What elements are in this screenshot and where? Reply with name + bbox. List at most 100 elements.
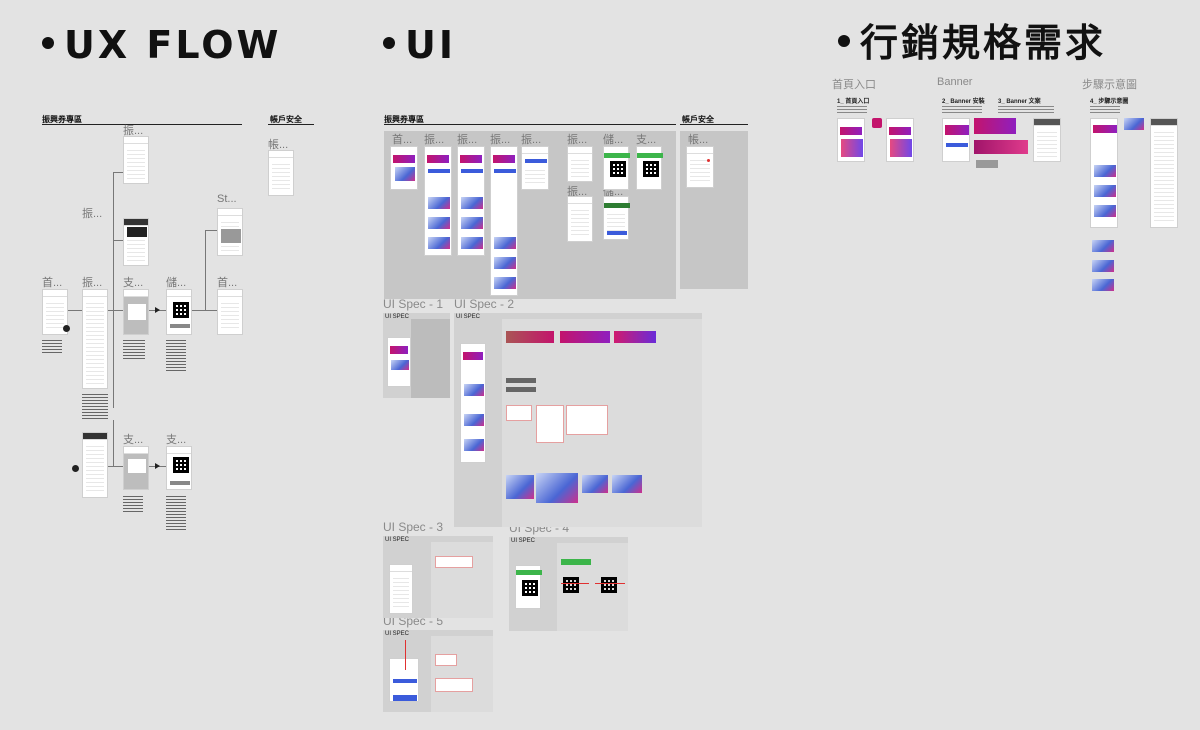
- annotation-text: [942, 104, 982, 114]
- flow-connector: [108, 310, 123, 311]
- ui-screen-label: 帳...: [688, 134, 709, 146]
- marketing-step-image: [1124, 118, 1144, 130]
- ui-screen-label: 首...: [392, 134, 413, 146]
- wireframe-screen[interactable]: [166, 446, 192, 490]
- ui-screen-label: 儲...: [603, 134, 624, 146]
- ui-screen-home[interactable]: [390, 146, 418, 190]
- ui-section-account-label: 帳戶安全: [682, 115, 714, 124]
- ux-screen-label: St...: [217, 193, 237, 205]
- spec-header: UI SPEC: [511, 538, 536, 544]
- ui-screen-voucher[interactable]: [567, 196, 593, 242]
- ui-screen-voucher[interactable]: [490, 146, 518, 296]
- ui-screen-label: 支...: [636, 134, 657, 146]
- annotation-text: [166, 338, 186, 372]
- marketing-card-title: 1_ 首頁入口: [837, 99, 870, 105]
- ux-screen-label: 首...: [42, 277, 63, 289]
- spec-frame-1[interactable]: UI SPEC: [383, 313, 450, 398]
- marketing-group-label: 首頁入口: [832, 79, 876, 91]
- marketing-icon: [872, 118, 882, 128]
- ui-heading: UI: [383, 26, 456, 64]
- marketing-screen[interactable]: [1150, 118, 1178, 228]
- spec-header: UI SPEC: [456, 314, 481, 320]
- wireframe-screen[interactable]: [123, 136, 149, 184]
- spec-header: UI SPEC: [385, 314, 410, 320]
- ux-screen-label: 帳...: [268, 139, 289, 151]
- marketing-step-image: [1092, 260, 1114, 272]
- arrow-right-icon: [155, 307, 160, 313]
- flow-connector: [113, 420, 114, 466]
- marketing-banner: [974, 118, 1016, 134]
- flow-connector: [113, 172, 123, 173]
- bullet-icon: [42, 36, 54, 49]
- flow-start-dot: [72, 465, 79, 472]
- marketing-screen[interactable]: [942, 118, 970, 162]
- marketing-screen[interactable]: [1090, 118, 1118, 228]
- ui-screen-label: 振...: [457, 134, 478, 146]
- ui-screen-label: 振...: [567, 186, 588, 198]
- ux-section-divider: [268, 124, 314, 125]
- annotation-text: [998, 104, 1054, 114]
- spec-frame-label: UI Spec - 1: [383, 297, 444, 311]
- wireframe-screen[interactable]: [217, 208, 243, 256]
- flow-connector: [205, 230, 217, 231]
- ux-screen-label: 振...: [82, 277, 103, 289]
- flow-connector: [113, 172, 114, 408]
- wireframe-screen[interactable]: [123, 218, 149, 266]
- marketing-banner: [974, 140, 1028, 154]
- wireframe-screen[interactable]: [42, 289, 68, 335]
- spec-frame-label: UI Spec - 2: [454, 297, 515, 311]
- ui-screen-voucher[interactable]: [521, 146, 549, 190]
- marketing-group-label: Banner: [937, 76, 973, 88]
- ux-screen-label: 支...: [166, 434, 187, 446]
- ui-screen-voucher[interactable]: [567, 146, 593, 182]
- ui-screen-label: 振...: [424, 134, 445, 146]
- spec-frame-3[interactable]: UI SPEC: [383, 536, 493, 618]
- annotation-text: [42, 338, 62, 354]
- marketing-title: 行銷規格需求: [860, 21, 1107, 65]
- flow-connector: [108, 466, 123, 467]
- wireframe-screen[interactable]: [123, 446, 149, 490]
- spec-frame-2[interactable]: UI SPEC: [454, 313, 702, 527]
- ux-flow-title: UX FLOW: [64, 23, 282, 67]
- spec-header: UI SPEC: [385, 631, 410, 637]
- wireframe-screen[interactable]: [217, 289, 243, 335]
- ui-screen-voucher[interactable]: [424, 146, 452, 256]
- ui-screen-store[interactable]: [603, 146, 630, 190]
- bullet-icon: [383, 36, 395, 49]
- annotation-text: [123, 338, 145, 360]
- marketing-card-title: 2_ Banner 安裝: [942, 99, 985, 105]
- spec-frame-4[interactable]: UI SPEC: [509, 537, 628, 631]
- spec-header: UI SPEC: [385, 537, 410, 543]
- flow-start-dot: [63, 325, 70, 332]
- ux-screen-label: 儲...: [166, 277, 187, 289]
- marketing-screen[interactable]: [886, 118, 914, 162]
- ux-section-divider: [42, 124, 242, 125]
- annotation-text: [837, 104, 867, 114]
- marketing-card-title: 4_ 步驟示意圖: [1090, 99, 1129, 105]
- ui-section-divider: [680, 124, 748, 125]
- ui-screen-account[interactable]: [686, 146, 714, 188]
- ui-section-divider: [384, 124, 676, 125]
- wireframe-screen[interactable]: [82, 432, 108, 498]
- wireframe-screen[interactable]: [123, 289, 149, 335]
- wireframe-screen[interactable]: [82, 289, 108, 389]
- flow-connector: [192, 310, 217, 311]
- ux-flow-heading: UX FLOW: [42, 26, 281, 64]
- marketing-screen[interactable]: [1033, 118, 1061, 162]
- ui-screen-voucher[interactable]: [457, 146, 485, 256]
- marketing-note: [976, 160, 998, 168]
- wireframe-screen[interactable]: [166, 289, 192, 335]
- ui-screen-label: 振...: [490, 134, 511, 146]
- spec-frame-label: UI Spec - 3: [383, 520, 444, 534]
- flow-connector: [68, 310, 82, 311]
- marketing-step-image: [1092, 279, 1114, 291]
- ui-screen-label: 振...: [521, 134, 542, 146]
- annotation-text: [166, 494, 186, 530]
- marketing-screen[interactable]: [837, 118, 865, 162]
- spec-frame-5[interactable]: UI SPEC: [383, 630, 493, 712]
- wireframe-screen[interactable]: [268, 150, 294, 196]
- annotation-text: [123, 494, 143, 514]
- flow-connector: [113, 240, 123, 241]
- ui-screen-pay[interactable]: [636, 146, 663, 190]
- ui-screen-store[interactable]: [603, 196, 630, 240]
